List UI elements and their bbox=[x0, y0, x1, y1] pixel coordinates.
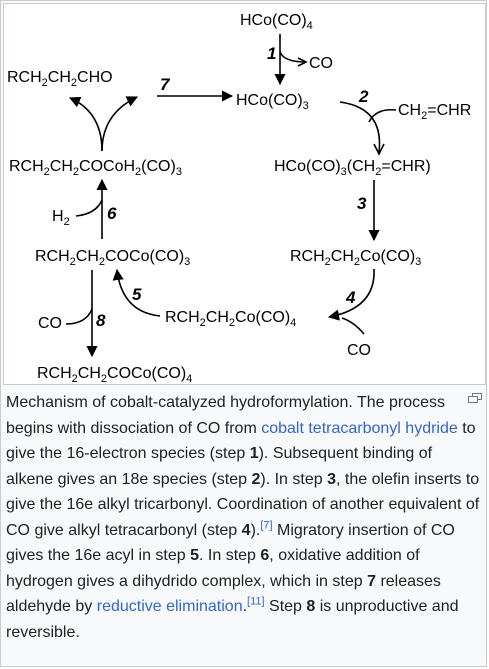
link-reductive-elimination[interactable]: reductive elimination bbox=[96, 598, 243, 615]
reagent-h2: H2 bbox=[52, 208, 70, 228]
species-alkyl-co4: RCH2CH2Co(CO)4 bbox=[165, 309, 296, 329]
species-hco-co3: HCo(CO)3 bbox=[236, 92, 309, 112]
step-label-3: 3 bbox=[357, 194, 367, 213]
caption-text: . In step bbox=[199, 547, 261, 564]
species-acyl-co3: RCH2CH2COCo(CO)3 bbox=[35, 248, 190, 268]
caption-text: is unproductive and reversible. bbox=[6, 598, 459, 641]
arrow-step-7-release-right bbox=[101, 96, 139, 152]
caption-step-ref: 6 bbox=[260, 547, 270, 564]
arrow-step-1-co-loss bbox=[279, 51, 307, 63]
arrow-step-7-release-left bbox=[68, 96, 103, 152]
reagent-co-step4: CO bbox=[347, 342, 371, 359]
caption-text: ). In step bbox=[260, 470, 328, 488]
caption-step-ref: 2 bbox=[251, 470, 261, 488]
species-hco-co4: HCo(CO)4 bbox=[240, 12, 313, 32]
caption-text: releases aldehyde by bbox=[6, 572, 441, 616]
caption-text: Migratory insertion of CO gives the 16e … bbox=[6, 521, 455, 565]
arrow-step-5 bbox=[112, 268, 161, 317]
enlarge-icon[interactable] bbox=[468, 393, 482, 403]
reference-link-11[interactable]: [11] bbox=[247, 595, 265, 608]
species-acyl-co4: RCH2CH2COCo(CO)4 bbox=[37, 365, 192, 385]
species-alkene-complex: HCo(CO)3(CH2=CHR) bbox=[274, 158, 431, 178]
mechanism-svg: HCo(CO)4 HCo(CO)3 RCH2CH2CHO RCH2CH2COCo… bbox=[7, 12, 471, 385]
caption-step-ref: 7 bbox=[367, 572, 376, 590]
step-label-2: 2 bbox=[358, 87, 369, 106]
caption-text: Step bbox=[264, 598, 307, 615]
step-label-8: 8 bbox=[96, 311, 106, 330]
caption-text: ). Subsequent binding of alkene gives an… bbox=[6, 445, 433, 488]
species-aldehyde: RCH2CH2CHO bbox=[7, 69, 113, 89]
caption-text: ). bbox=[250, 521, 261, 539]
step-label-6: 6 bbox=[107, 204, 117, 223]
step-label-5: 5 bbox=[132, 285, 142, 304]
reagent-alkene: CH2=CHR bbox=[398, 102, 471, 122]
arrow-step-8-co-in bbox=[65, 308, 93, 325]
arrow-step-1-co-head bbox=[297, 57, 308, 67]
caption-text: . bbox=[242, 598, 248, 615]
mechanism-diagram: HCo(CO)4 HCo(CO)3 RCH2CH2CHO RCH2CH2COCo… bbox=[3, 3, 486, 385]
caption-text: , oxidative addition of hydrogen gives a… bbox=[6, 547, 420, 590]
step-label-4: 4 bbox=[345, 288, 356, 307]
reference-link-7[interactable]: [7] bbox=[260, 519, 273, 532]
species-acyl-dihydride: RCH2CH2COCoH2(CO)3 bbox=[9, 158, 182, 178]
caption-step-ref: 3 bbox=[327, 470, 336, 488]
caption-text: , the olefin inserts to give the 16e alk… bbox=[6, 470, 480, 539]
step-label-1: 1 bbox=[267, 44, 276, 63]
reagent-co-step8: CO bbox=[38, 315, 62, 332]
species-alkyl-co3: RCH2CH2Co(CO)3 bbox=[290, 248, 421, 268]
step-label-7: 7 bbox=[160, 75, 171, 94]
reagent-co-step1: CO bbox=[309, 55, 333, 72]
caption-text: to give the 16-electron species (step bbox=[6, 419, 476, 463]
arrow-step-4-co-in bbox=[341, 317, 365, 335]
caption-step-ref: 1 bbox=[249, 445, 259, 462]
caption-step-ref: 5 bbox=[190, 547, 200, 564]
arrow-step-2-alkene-in bbox=[368, 108, 397, 123]
figure-caption: Mechanism of cobalt-catalyzed hydroformy… bbox=[6, 390, 482, 645]
caption-text: Mechanism of cobalt-catalyzed hydroformy… bbox=[6, 394, 446, 437]
caption-step-ref: 4 bbox=[241, 521, 251, 539]
arrow-step-2-head bbox=[373, 143, 385, 156]
link-cobalt-tetracarbonyl-hydride[interactable]: cobalt tetracarbonyl hydride bbox=[261, 419, 458, 437]
arrow-step-6-h2-in bbox=[75, 199, 103, 217]
arrow-step-4 bbox=[327, 268, 375, 321]
caption-step-ref: 8 bbox=[306, 598, 316, 615]
